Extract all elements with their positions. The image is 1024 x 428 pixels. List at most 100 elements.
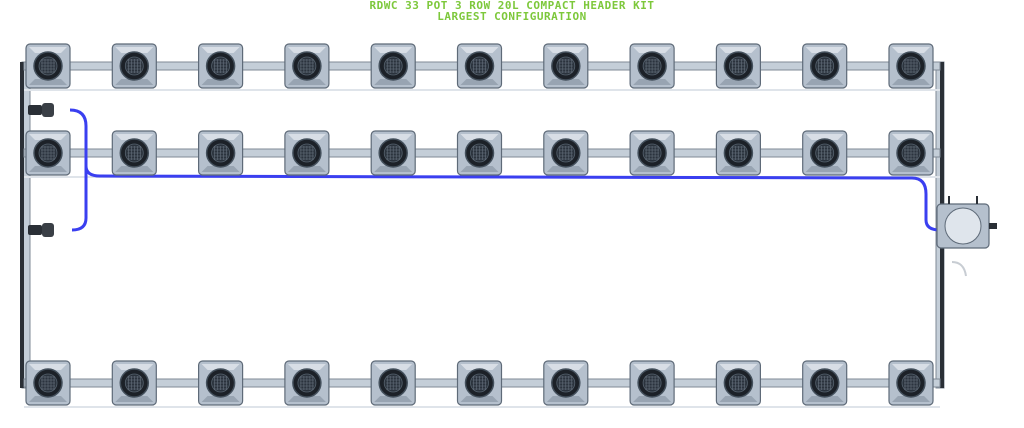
pot-icon <box>456 130 503 176</box>
pot-icon <box>284 130 330 176</box>
pot-bevel-top <box>633 364 672 370</box>
pot-icon <box>111 360 157 406</box>
pot-icon <box>370 360 416 406</box>
valve-icon <box>28 103 54 117</box>
pot-bevel-bottom <box>892 396 930 402</box>
pot-icon <box>25 360 71 406</box>
pot-bevel-bottom <box>805 396 844 402</box>
tank-lid <box>944 207 982 245</box>
pot-bevel-top <box>546 134 585 140</box>
valve-icon <box>28 223 54 237</box>
pot-bevel-top <box>287 134 326 140</box>
pot-bevel-bottom <box>287 166 326 172</box>
pot-bevel-top <box>805 134 844 140</box>
valve-knob <box>42 223 54 237</box>
lower-hose <box>71 166 88 232</box>
pot-bevel-bottom <box>287 79 326 85</box>
pot-bevel-bottom <box>374 166 413 172</box>
pot-icon <box>198 130 244 176</box>
pot-bevel-bottom <box>201 166 240 172</box>
pot-bevel-top <box>287 364 326 370</box>
pot-bevel-top <box>374 47 413 53</box>
diagram-title: RDWC 33 POT 3 ROW 20L COMPACT HEADER KIT… <box>0 0 1024 22</box>
pot-icon <box>456 43 503 89</box>
pot-icon <box>888 43 934 89</box>
pot-grid <box>25 43 934 406</box>
pot-icon <box>629 130 675 176</box>
pot-icon <box>802 360 848 406</box>
pot-bevel-top <box>892 134 930 140</box>
pot-bevel-top <box>460 134 499 140</box>
pot-bevel-top <box>115 134 154 140</box>
pot-icon <box>198 360 244 406</box>
header-tank <box>936 196 997 277</box>
pot-icon <box>888 130 934 176</box>
pot-icon <box>543 43 589 89</box>
pot-icon <box>802 43 848 89</box>
pot-bevel-top <box>374 134 413 140</box>
pot-bevel-bottom <box>201 79 240 85</box>
pot-bevel-top <box>29 47 67 53</box>
pot-bevel-bottom <box>29 79 67 85</box>
pot-bevel-top <box>892 364 930 370</box>
frame-rails <box>20 61 945 389</box>
blue-hoses <box>69 108 941 232</box>
pot-icon <box>284 360 330 406</box>
pot-bevel-top <box>633 134 672 140</box>
pot-bevel-bottom <box>805 166 844 172</box>
pot-bevel-bottom <box>374 79 413 85</box>
pot-bevel-bottom <box>115 79 154 85</box>
pot-icon <box>456 360 503 406</box>
pot-bevel-top <box>805 47 844 53</box>
pot-bevel-bottom <box>546 166 585 172</box>
pot-icon <box>370 130 416 176</box>
pot-bevel-bottom <box>719 79 758 85</box>
title-line-2: LARGEST CONFIGURATION <box>437 10 587 23</box>
pot-bevel-top <box>719 134 758 140</box>
main-hose <box>69 108 941 232</box>
tank-outlet <box>989 223 997 229</box>
tank-drain-hose <box>951 261 967 277</box>
pot-bevel-top <box>29 364 67 370</box>
pot-bevel-bottom <box>374 396 413 402</box>
pot-bevel-bottom <box>29 166 67 172</box>
pot-bevel-bottom <box>115 166 154 172</box>
pot-bevel-top <box>719 47 758 53</box>
pot-bevel-top <box>546 47 585 53</box>
pot-bevel-bottom <box>460 79 499 85</box>
pot-bevel-top <box>805 364 844 370</box>
row-pipes <box>23 61 941 408</box>
pot-bevel-bottom <box>115 396 154 402</box>
pot-bevel-bottom <box>201 396 240 402</box>
pot-bevel-top <box>633 47 672 53</box>
pot-icon <box>25 130 71 176</box>
pot-bevel-top <box>115 47 154 53</box>
pot-bevel-bottom <box>805 79 844 85</box>
title-line-1: RDWC 33 POT 3 ROW 20L COMPACT HEADER KIT <box>369 0 655 12</box>
pot-icon <box>111 130 157 176</box>
pot-icon <box>715 360 762 406</box>
pot-bevel-top <box>892 47 930 53</box>
pot-icon <box>715 43 762 89</box>
pot-icon <box>284 43 330 89</box>
pot-bevel-bottom <box>546 79 585 85</box>
pot-bevel-bottom <box>460 166 499 172</box>
pot-bevel-top <box>201 47 240 53</box>
pot-bevel-top <box>287 47 326 53</box>
pot-bevel-top <box>201 364 240 370</box>
pot-bevel-bottom <box>633 396 672 402</box>
pot-icon <box>111 43 157 89</box>
pot-bevel-top <box>546 364 585 370</box>
pot-icon <box>25 43 71 89</box>
pot-icon <box>888 360 934 406</box>
valve-body <box>28 105 42 115</box>
pot-bevel-top <box>460 364 499 370</box>
valve-knob <box>42 103 54 117</box>
pot-icon <box>629 43 675 89</box>
left-rail-edge <box>20 62 24 388</box>
pot-bevel-bottom <box>892 79 930 85</box>
pot-bevel-bottom <box>546 396 585 402</box>
pot-bevel-bottom <box>287 396 326 402</box>
pot-icon <box>543 130 589 176</box>
